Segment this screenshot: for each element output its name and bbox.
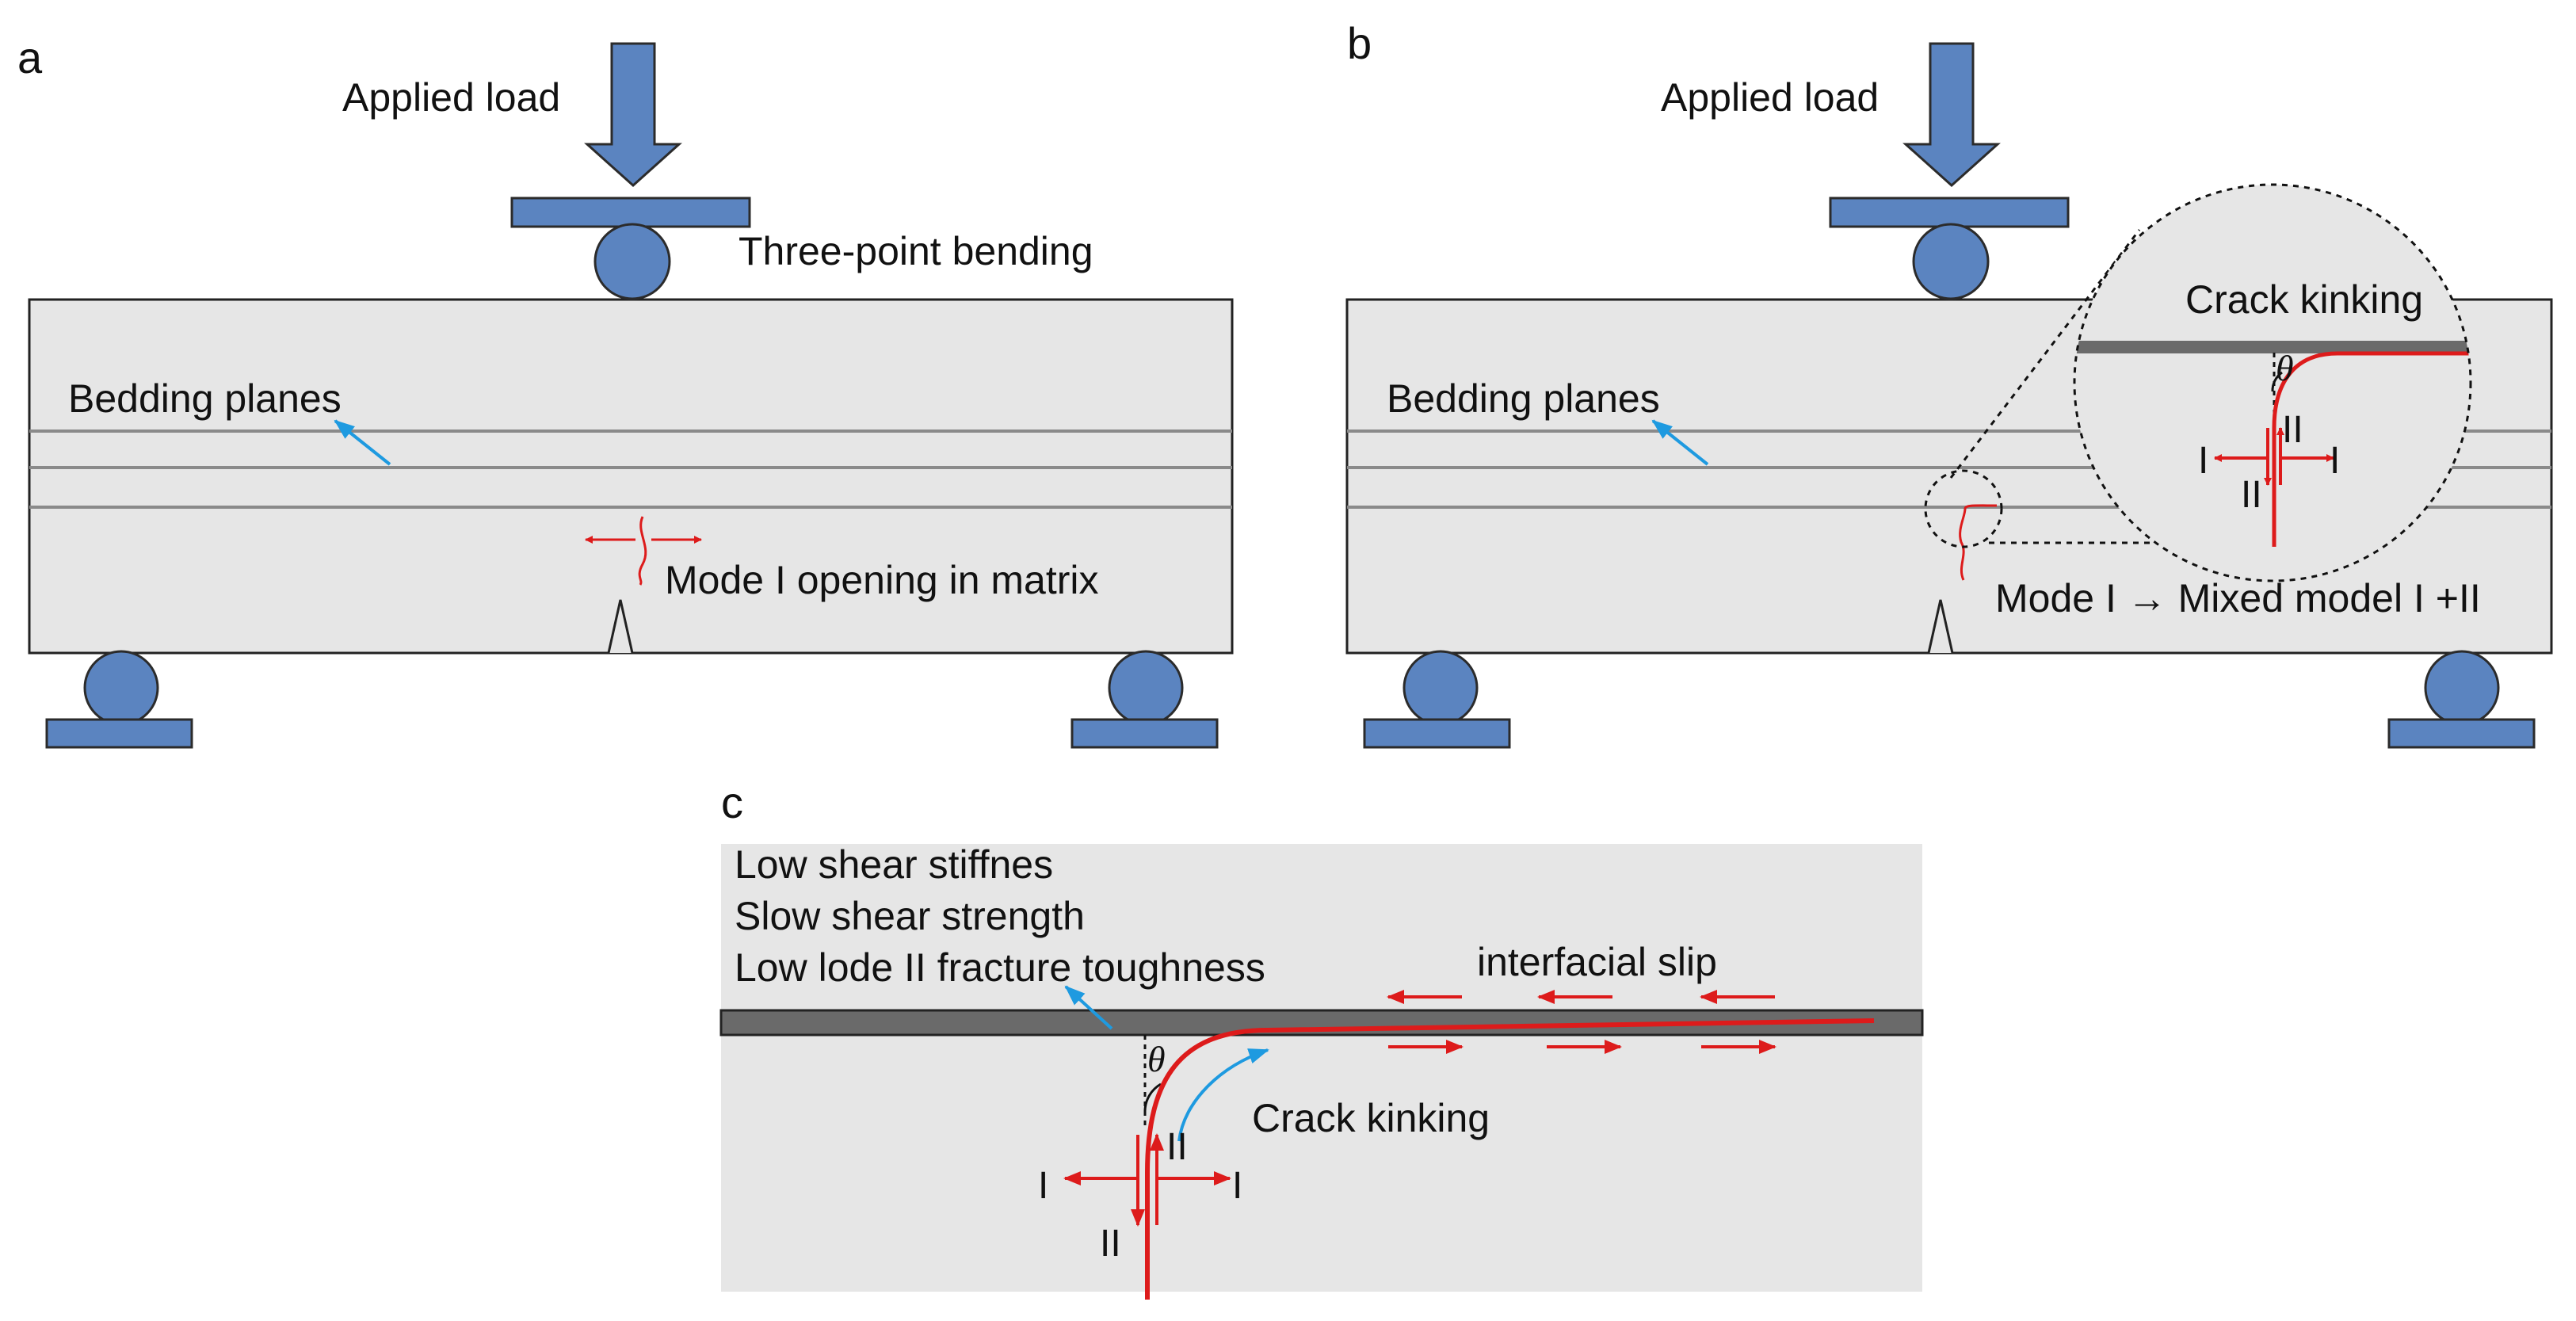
panel-c-label: c xyxy=(721,777,743,827)
mode-I-label-left: I xyxy=(2198,440,2208,482)
panel-b: b xyxy=(1345,18,2553,749)
interfacial-slip-label: interfacial slip xyxy=(1477,940,1717,984)
property-label-3: Low lode II fracture toughness xyxy=(735,945,1265,990)
support-roller xyxy=(83,650,159,726)
kinked-crack-small xyxy=(1959,504,1998,581)
mode-opening-label: Mode I opening in matrix xyxy=(665,558,1099,602)
specimen-section xyxy=(721,844,1922,1292)
theta-arc xyxy=(2271,371,2283,392)
right-support xyxy=(1070,650,1219,749)
left-support xyxy=(1363,650,1511,749)
theta-arc xyxy=(1143,1082,1162,1112)
zoom-source-circle xyxy=(1924,469,2003,548)
crack-kinking-label: Crack kinking xyxy=(2185,277,2423,322)
panel-a-label: a xyxy=(17,32,43,82)
theta-label: θ xyxy=(1147,1039,1166,1079)
bedding-planes xyxy=(29,430,1232,509)
load-arrow xyxy=(584,42,682,188)
property-label-1: Low shear stiffnes xyxy=(735,842,1053,887)
mode-II-label-top: II xyxy=(1166,1126,1188,1168)
three-point-bending-label: Three-point bending xyxy=(738,229,1093,273)
bedding-planes-label: Bedding planes xyxy=(1387,376,1660,421)
kinked-crack-zoomed xyxy=(2272,351,2471,547)
mode-transition-label: Mode I → Mixed model I +II xyxy=(1995,576,2481,620)
panel-b-label: b xyxy=(1347,18,1372,68)
mode-I-label-left: I xyxy=(1038,1165,1048,1207)
load-plate xyxy=(1829,197,2070,228)
load-roller xyxy=(1912,223,1990,300)
interface-layer xyxy=(2074,341,2471,353)
mode-II-label-top: II xyxy=(2282,409,2303,451)
kinked-crack xyxy=(1145,1018,1875,1300)
theta-label: θ xyxy=(2276,348,2294,388)
bedding-pointer-arrow xyxy=(1651,419,1709,466)
crack-kinking-label: Crack kinking xyxy=(1252,1096,1490,1140)
kinking-direction-arrow xyxy=(1177,1048,1269,1142)
load-fixture xyxy=(510,42,751,300)
support-plate xyxy=(2387,718,2536,749)
support-plate xyxy=(45,718,193,749)
mode-II-label-bottom: II xyxy=(1100,1223,1121,1265)
panel-a: a Applied load Thre xyxy=(17,32,1234,749)
mode-I-label-right: I xyxy=(1232,1165,1242,1207)
load-fixture xyxy=(1829,42,2070,300)
applied-load-label: Applied load xyxy=(1661,75,1879,120)
matrix-crack xyxy=(638,516,647,586)
panel-c: c Low shear stiffnes Slow shear xyxy=(719,777,1924,1300)
specimen-beam xyxy=(28,298,1234,655)
notch xyxy=(607,599,634,654)
load-plate xyxy=(510,197,751,228)
load-arrow xyxy=(1902,42,2001,188)
property-label-2: Slow shear strength xyxy=(735,894,1085,938)
bedding-planes-label: Bedding planes xyxy=(68,376,342,421)
mode-II-label-bottom: II xyxy=(2241,474,2262,516)
zoom-inset-background xyxy=(2074,185,2471,581)
zoom-connector xyxy=(1949,229,2141,479)
right-support xyxy=(2387,650,2536,749)
support-plate xyxy=(1070,718,1219,749)
applied-load-label: Applied load xyxy=(342,75,560,120)
zoom-inset-border xyxy=(2073,183,2472,582)
left-support xyxy=(45,650,193,749)
support-plate xyxy=(1363,718,1511,749)
support-roller xyxy=(2424,650,2500,726)
zoom-inset: Crack kinking θ I I II II xyxy=(2073,183,2472,582)
support-roller xyxy=(1402,650,1479,726)
support-roller xyxy=(1108,650,1184,726)
notch xyxy=(1927,599,1954,654)
bedding-pointer-arrow xyxy=(334,419,391,466)
mode-I-label-right: I xyxy=(2330,440,2340,482)
interface-pointer-arrow xyxy=(1064,985,1113,1030)
load-roller xyxy=(593,223,671,300)
